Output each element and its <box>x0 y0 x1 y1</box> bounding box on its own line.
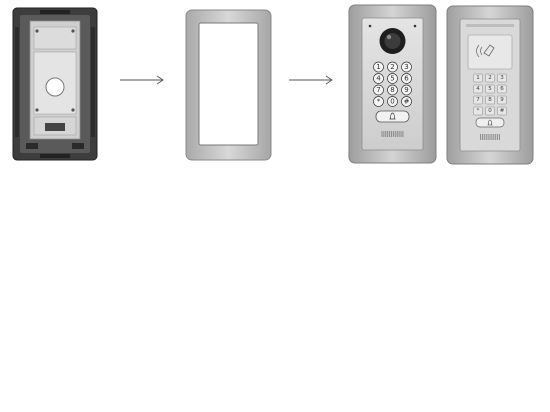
keypad-key-4[interactable]: 4 <box>473 84 483 94</box>
svg-text:#: # <box>404 98 410 106</box>
svg-text:4: 4 <box>476 86 480 92</box>
svg-text:#: # <box>500 108 505 114</box>
svg-text:0: 0 <box>488 108 492 114</box>
svg-text:2: 2 <box>488 75 492 81</box>
speaker-grille <box>381 131 404 137</box>
keypad-key-1[interactable]: 1 <box>473 73 483 83</box>
keypad-key-9[interactable]: 9 <box>497 95 507 105</box>
keypad-key-2[interactable]: 2 <box>387 61 398 73</box>
svg-text:1: 1 <box>376 63 380 71</box>
arrow-icon <box>289 75 333 85</box>
keypad-key-1[interactable]: 1 <box>373 61 384 73</box>
svg-text:3: 3 <box>404 63 408 71</box>
svg-text:7: 7 <box>476 97 480 103</box>
svg-text:5: 5 <box>390 75 394 83</box>
svg-text:1: 1 <box>476 75 480 81</box>
svg-text:8: 8 <box>488 97 492 103</box>
keypad-key-0[interactable]: 0 <box>387 96 398 107</box>
keypad-key-9[interactable]: 9 <box>401 84 412 96</box>
svg-text:8: 8 <box>390 86 394 94</box>
mounting-box <box>12 7 98 161</box>
door-phone-rfid-keypad: 1 2 3 4 5 6 7 8 9 * 0 # <box>446 5 534 165</box>
keypad-key-5[interactable]: 5 <box>387 73 398 84</box>
door-phone-camera-keypad: 1 2 3 4 5 6 7 8 9 * 0 # <box>348 4 437 164</box>
keypad-key-8[interactable]: 8 <box>387 84 398 96</box>
keypad-key-3[interactable]: 3 <box>497 73 507 83</box>
surround-frame <box>185 9 272 161</box>
svg-text:0: 0 <box>390 98 394 106</box>
speaker-grille <box>479 134 501 140</box>
keypad-key-2[interactable]: 2 <box>485 73 495 83</box>
svg-text:*: * <box>477 108 480 114</box>
svg-text:6: 6 <box>500 86 504 92</box>
keypad-key-*[interactable]: * <box>473 106 483 116</box>
svg-text:3: 3 <box>500 75 504 81</box>
svg-text:2: 2 <box>390 63 394 71</box>
svg-text:9: 9 <box>500 97 504 103</box>
keypad-key-0[interactable]: 0 <box>485 106 495 116</box>
keypad-key-6[interactable]: 6 <box>497 84 507 94</box>
keypad-key-5[interactable]: 5 <box>485 84 495 94</box>
keypad-key-*[interactable]: * <box>373 96 384 107</box>
keypad-key-3[interactable]: 3 <box>401 61 412 73</box>
svg-text:7: 7 <box>376 86 380 94</box>
svg-text:4: 4 <box>376 75 381 83</box>
arrow-icon <box>120 75 164 85</box>
keypad-key-4[interactable]: 4 <box>373 73 384 84</box>
svg-text:*: * <box>377 98 381 106</box>
keypad-key-#[interactable]: # <box>497 106 507 116</box>
svg-text:5: 5 <box>488 86 492 92</box>
svg-text:6: 6 <box>404 75 409 83</box>
keypad-key-7[interactable]: 7 <box>373 84 384 96</box>
rfid-icon <box>476 44 495 58</box>
keypad-key-7[interactable]: 7 <box>473 95 483 105</box>
keypad-key-8[interactable]: 8 <box>485 95 495 105</box>
svg-text:9: 9 <box>404 86 408 94</box>
keypad-key-6[interactable]: 6 <box>401 73 412 84</box>
keypad-key-#[interactable]: # <box>401 96 412 107</box>
